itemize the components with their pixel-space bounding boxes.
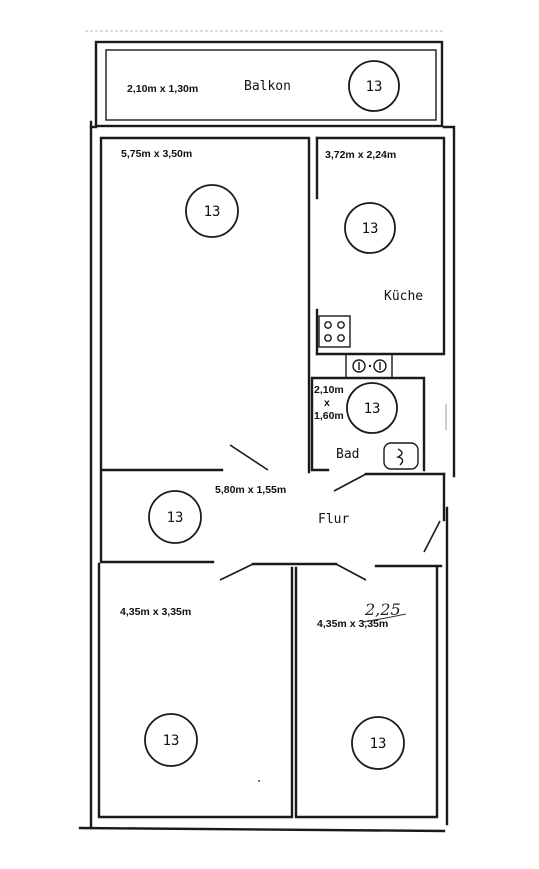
hallway-label: Flur — [318, 512, 349, 527]
bedroom-right-walls — [294, 566, 439, 819]
kitchen-dimensions: 3,72m x 2,24m — [325, 149, 396, 161]
bathroom-door — [333, 473, 367, 492]
entrance-door — [423, 520, 441, 553]
bedroom-left-dimensions: 4,35m x 3,35m — [120, 606, 191, 618]
balcony: 2,10m x 1,30m Balkon 13 — [94, 40, 444, 128]
bedroom-right-door — [335, 563, 367, 581]
bathroom-label: Bad — [336, 447, 359, 462]
bedroom-left-door — [219, 563, 254, 581]
hallway: 5,80m x 1,55m 13 Flur — [99, 468, 446, 581]
outer-wall-bottom — [78, 826, 446, 833]
meter-icon — [352, 359, 366, 373]
toilet-icon — [383, 442, 419, 470]
outer-walls — [78, 120, 456, 833]
scan-speck — [258, 780, 260, 782]
hallway-badge-number: 13 — [167, 510, 184, 526]
hallway-dimensions: 5,80m x 1,55m — [215, 484, 286, 496]
meter-icon — [373, 359, 387, 373]
kitchen: 3,72m x 2,24m 13 Küche — [315, 136, 446, 356]
handwritten-underline — [361, 613, 407, 623]
bathroom-dimensions-line3: 1,60m — [314, 410, 344, 422]
stove-icon — [318, 315, 351, 348]
bathroom-badge — [346, 382, 398, 434]
outer-wall-right-upper — [442, 125, 456, 478]
kitchen-badge-number: 13 — [362, 221, 379, 237]
bedroom-left-walls — [97, 562, 294, 819]
balcony-label: Balkon — [244, 79, 291, 94]
balcony-room-badge — [348, 60, 400, 112]
living-room-badge — [185, 184, 239, 238]
balcony-room-badge-number: 13 — [366, 79, 383, 95]
living-room: 5,75m x 3,50m 13 — [99, 136, 311, 474]
bedroom-right-badge-number: 13 — [370, 736, 387, 752]
kitchen-walls — [315, 136, 446, 356]
bathroom-dimensions-line1: 2,10m — [314, 384, 344, 396]
balcony-inner-wall — [105, 49, 437, 121]
bathroom-dimensions-line2: x — [324, 397, 330, 409]
bedroom-right: 4,35m x 3,35m 2,25 13 — [294, 566, 439, 819]
living-room-walls — [99, 136, 311, 474]
bedroom-right-badge — [351, 716, 405, 770]
living-room-badge-number: 13 — [204, 204, 221, 220]
bathroom: 2,10m x 1,60m 13 Bad — [310, 376, 447, 472]
bathroom-badge-number: 13 — [364, 401, 381, 417]
balcony-dimensions: 2,10m x 1,30m — [127, 83, 198, 95]
bathroom-walls — [310, 376, 426, 472]
bedroom-left-badge-number: 13 — [163, 733, 180, 749]
living-room-dimensions: 5,75m x 3,50m — [121, 148, 192, 160]
living-room-door — [229, 444, 269, 471]
balcony-outer-wall — [94, 40, 444, 128]
utility-strip — [345, 353, 393, 379]
kitchen-label: Küche — [384, 289, 423, 304]
bedroom-left: 4,35m x 3,35m 13 — [97, 562, 294, 819]
kitchen-badge — [344, 202, 396, 254]
bedroom-left-badge — [144, 713, 198, 767]
handwritten-note: 2,25 — [364, 600, 401, 619]
hallway-badge — [148, 490, 202, 544]
